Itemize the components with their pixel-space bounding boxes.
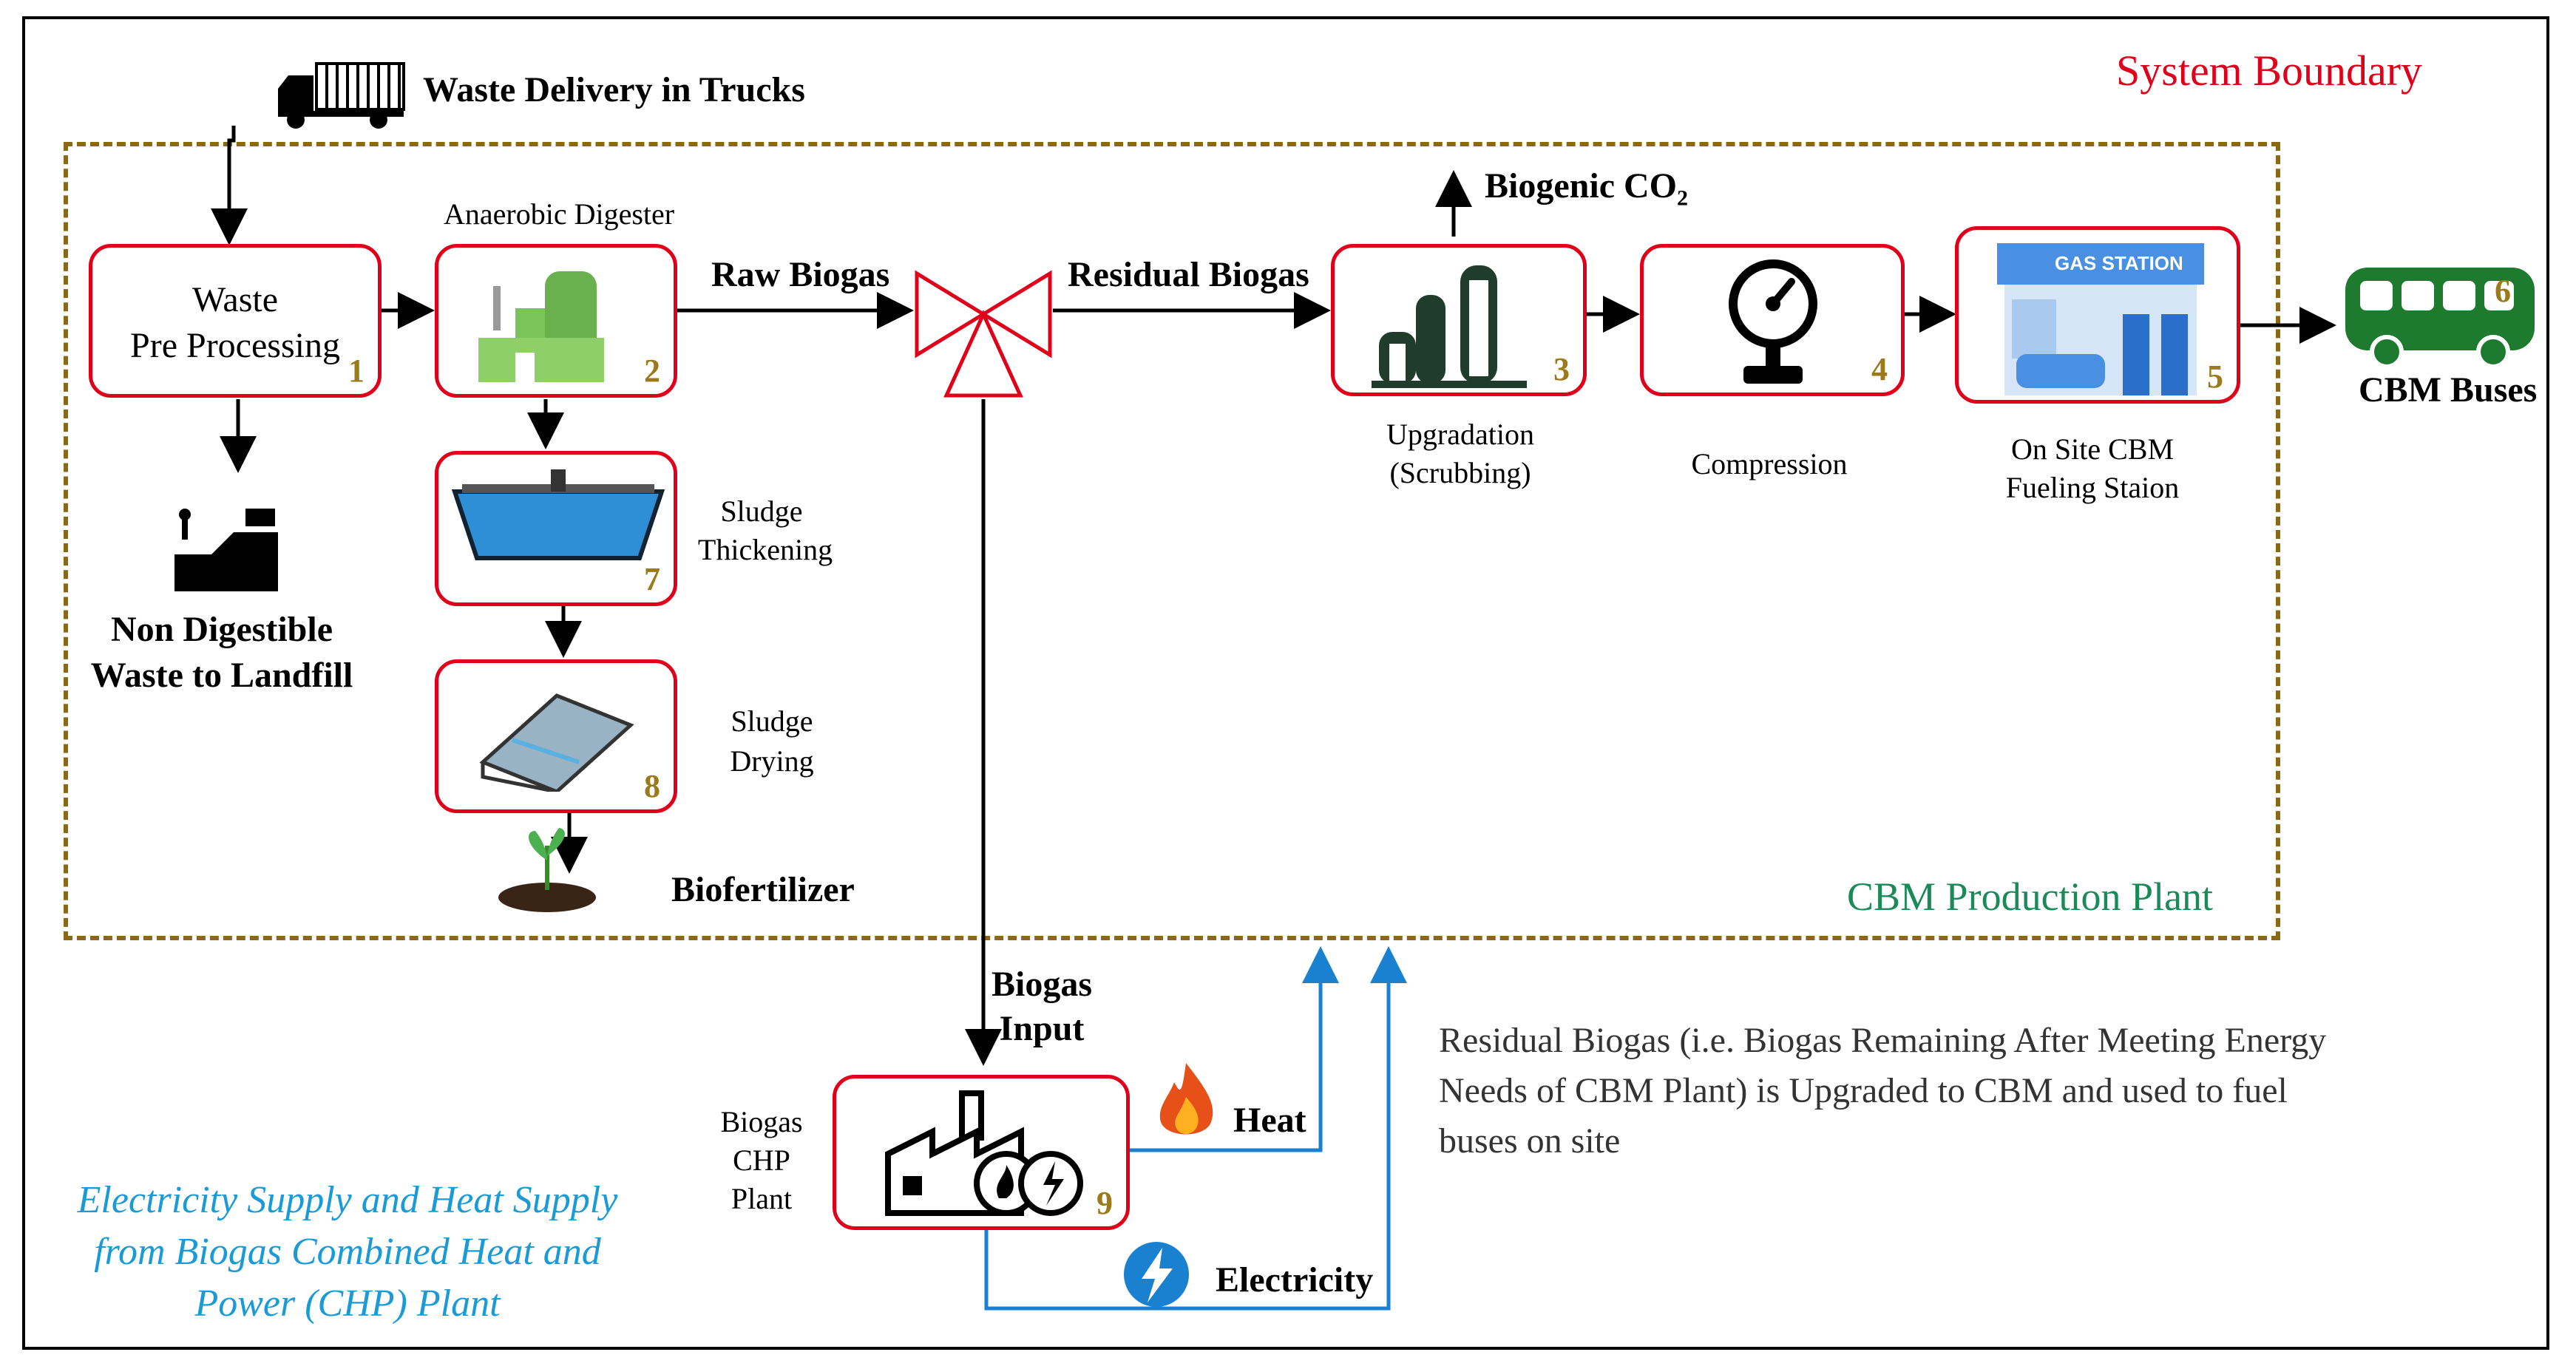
preprocessing-label-2: Pre Processing bbox=[130, 326, 340, 365]
heat-flow-line bbox=[1128, 946, 1339, 1152]
fueling-station-number: 5 bbox=[2207, 359, 2223, 395]
gas-station-sign: GAS STATION bbox=[2055, 252, 2183, 274]
arrow-truck-to-preprocessing bbox=[211, 126, 248, 245]
electricity-label: Electricity bbox=[1216, 1260, 1374, 1300]
compression-caption: Compression bbox=[1691, 447, 1848, 480]
drying-box: 8 bbox=[435, 659, 677, 813]
preprocessing-number: 1 bbox=[348, 353, 365, 389]
scrubber-icon bbox=[1372, 265, 1527, 388]
thickening-caption-2: Thickening bbox=[697, 533, 833, 566]
bus-icon bbox=[2345, 268, 2535, 368]
co2-subscript: 2 bbox=[1677, 186, 1688, 211]
chp-plant-icon bbox=[885, 1090, 1083, 1216]
preprocessing-label-1: Waste bbox=[191, 280, 279, 319]
note-line-3: buses on site bbox=[1439, 1121, 1621, 1161]
digester-number: 2 bbox=[644, 353, 660, 389]
compression-box: 4 bbox=[1640, 244, 1905, 396]
plant-label: CBM Production Plant bbox=[1847, 874, 2214, 919]
chp-note-line-1: Electricity Supply and Heat Supply bbox=[77, 1179, 618, 1221]
landfill-icon bbox=[174, 509, 278, 591]
electricity-icon bbox=[1124, 1242, 1189, 1307]
truck-label: Waste Delivery in Trucks bbox=[423, 70, 805, 109]
chp-number: 9 bbox=[1097, 1185, 1113, 1221]
landfill-label-1: Non Digestible bbox=[111, 610, 333, 649]
upgradation-box: 3 bbox=[1331, 244, 1587, 396]
system-boundary-label: System Boundary bbox=[2116, 47, 2423, 95]
biogas-input-label-2: Input bbox=[999, 1009, 1085, 1048]
thickening-box: 7 bbox=[435, 451, 677, 606]
diagram-frame bbox=[22, 16, 2549, 1350]
chp-box: 9 bbox=[833, 1075, 1130, 1230]
upgradation-caption-1: Upgradation bbox=[1386, 418, 1534, 451]
biogenic-co2-label: Biogenic CO2 bbox=[1485, 166, 1688, 211]
compression-number: 4 bbox=[1871, 351, 1888, 387]
chp-caption-2: CHP bbox=[733, 1144, 790, 1177]
thickener-icon bbox=[451, 469, 665, 560]
chp-caption-1: Biogas bbox=[720, 1105, 803, 1138]
flame-icon bbox=[1159, 1063, 1213, 1135]
preprocessing-box: Waste Pre Processing 1 bbox=[89, 244, 382, 398]
pressure-gauge-icon bbox=[1729, 259, 1817, 384]
biogas-input-label-1: Biogas bbox=[991, 965, 1093, 1004]
fueling-station-box: GAS STATION 5 bbox=[1955, 226, 2240, 404]
digester-box: 2 bbox=[435, 244, 677, 398]
plant-boundary bbox=[64, 142, 2280, 940]
note-line-1: Residual Biogas (i.e. Biogas Remaining A… bbox=[1439, 1021, 2327, 1060]
co2-text: Biogenic CO bbox=[1485, 166, 1677, 205]
digester-icon bbox=[478, 271, 604, 382]
fueling-caption-2: Fueling Staion bbox=[2005, 471, 2180, 504]
buses-number: 6 bbox=[2495, 273, 2511, 309]
thickening-caption-1: Sludge bbox=[720, 495, 803, 528]
fueling-caption-1: On Site CBM bbox=[2010, 432, 2175, 466]
drying-caption-2: Drying bbox=[730, 744, 814, 778]
chp-note-line-3: Power (CHP) Plant bbox=[194, 1283, 501, 1325]
raw-biogas-label: Raw Biogas bbox=[711, 255, 890, 294]
landfill-label-2: Waste to Landfill bbox=[90, 656, 353, 695]
upgradation-number: 3 bbox=[1553, 351, 1570, 387]
cbm-buses-label: CBM Buses bbox=[2359, 370, 2538, 410]
note-line-2: Needs of CBM Plant) is Upgraded to CBM a… bbox=[1439, 1071, 2288, 1110]
chp-caption-3: Plant bbox=[731, 1182, 793, 1215]
digester-caption: Anaerobic Digester bbox=[444, 197, 675, 231]
biofertilizer-label: Biofertilizer bbox=[671, 870, 855, 909]
upgradation-caption-2: (Scrubbing) bbox=[1389, 456, 1531, 489]
chp-note-line-2: from Biogas Combined Heat and bbox=[94, 1231, 601, 1273]
three-way-valve bbox=[915, 270, 1052, 398]
drying-number: 8 bbox=[644, 768, 660, 804]
drying-icon bbox=[479, 693, 634, 792]
residual-biogas-label: Residual Biogas bbox=[1068, 255, 1309, 294]
truck-icon bbox=[278, 62, 405, 129]
heat-label: Heat bbox=[1233, 1101, 1306, 1140]
drying-caption-1: Sludge bbox=[731, 704, 813, 738]
biofertilizer-icon bbox=[498, 828, 596, 912]
thickening-number: 7 bbox=[644, 561, 660, 597]
electricity-flow-line bbox=[984, 946, 1407, 1311]
gas-station-icon bbox=[1997, 243, 2204, 395]
